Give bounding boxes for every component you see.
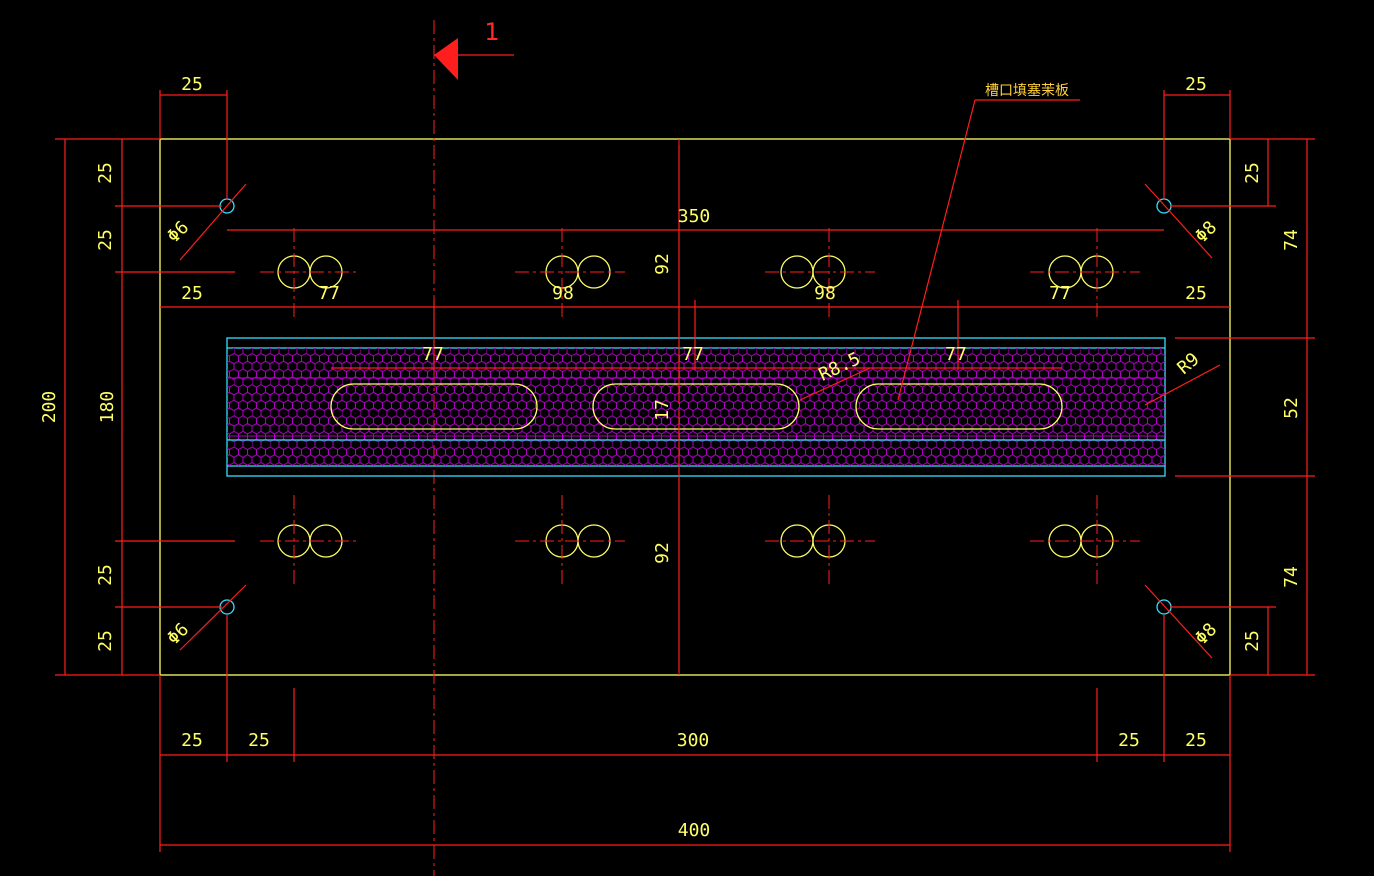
dimension-lines — [55, 54, 1315, 852]
dim-v-92-top: 92 — [652, 253, 673, 275]
dim-left-v-25-a: 25 — [95, 162, 116, 184]
dim-v-92-bottom: 92 — [652, 542, 673, 564]
dim-bottom-25-d: 25 — [1185, 730, 1207, 751]
dim-inner-height: 180 — [97, 391, 118, 424]
dim-phi-bottom-right: Φ8 — [1191, 619, 1221, 649]
corner-holes — [179, 183, 1213, 659]
section-arrow-icon — [434, 38, 458, 80]
dim-phi-bottom-left: Φ6 — [163, 619, 193, 649]
dim-slot-17: 17 — [652, 399, 673, 421]
plate-outline — [159, 138, 1231, 676]
dim-overall-height: 200 — [39, 391, 60, 424]
dim-overall-width: 400 — [678, 820, 711, 841]
dim-top-right-25: 25 — [1185, 74, 1207, 95]
dimension-text: 25 25 200 180 25 25 25 25 25 25 74 52 74… — [39, 18, 1302, 841]
dim-top-left-25: 25 — [181, 74, 203, 95]
dim-row-98-b: 98 — [814, 283, 836, 304]
dim-bottom-25-a: 25 — [181, 730, 203, 751]
dim-bottom-25-b: 25 — [248, 730, 270, 751]
dim-right-52: 52 — [1281, 397, 1302, 419]
dim-bottom-300: 300 — [677, 730, 710, 751]
dim-left-v-25-d: 25 — [95, 630, 116, 652]
dim-row-98-a: 98 — [552, 283, 574, 304]
leader-note: 槽口填塞茉板 — [985, 82, 1069, 99]
dim-row-25-left: 25 — [181, 283, 203, 304]
dim-slot-77-c: 77 — [945, 344, 967, 365]
dim-span-350: 350 — [678, 206, 711, 227]
dim-phi-top-left: Φ6 — [163, 217, 193, 247]
dim-slot-77-b: 77 — [682, 344, 704, 365]
dim-bottom-25-c: 25 — [1118, 730, 1140, 751]
dim-right-v-25-b: 25 — [1242, 630, 1263, 652]
dim-right-v-25-a: 25 — [1242, 162, 1263, 184]
dim-slot-77-a: 77 — [422, 344, 444, 365]
honeycomb-hatch — [227, 348, 1165, 466]
dim-row-77-right: 77 — [1049, 283, 1071, 304]
dim-right-74-bottom: 74 — [1281, 566, 1302, 588]
hole-centerlines — [260, 228, 1140, 588]
dim-radius-edge: R9 — [1173, 349, 1203, 379]
dim-row-77-left: 77 — [318, 283, 340, 304]
dim-left-v-25-c: 25 — [95, 564, 116, 586]
section-mark: 1 — [484, 18, 499, 46]
slot-right — [855, 383, 1063, 430]
dim-right-74-top: 74 — [1281, 229, 1302, 251]
dim-phi-top-right: Φ8 — [1191, 217, 1221, 247]
dim-left-v-25-b: 25 — [95, 229, 116, 251]
slot-middle — [592, 383, 800, 430]
dim-row-25-right: 25 — [1185, 283, 1207, 304]
slot-left — [330, 383, 538, 430]
